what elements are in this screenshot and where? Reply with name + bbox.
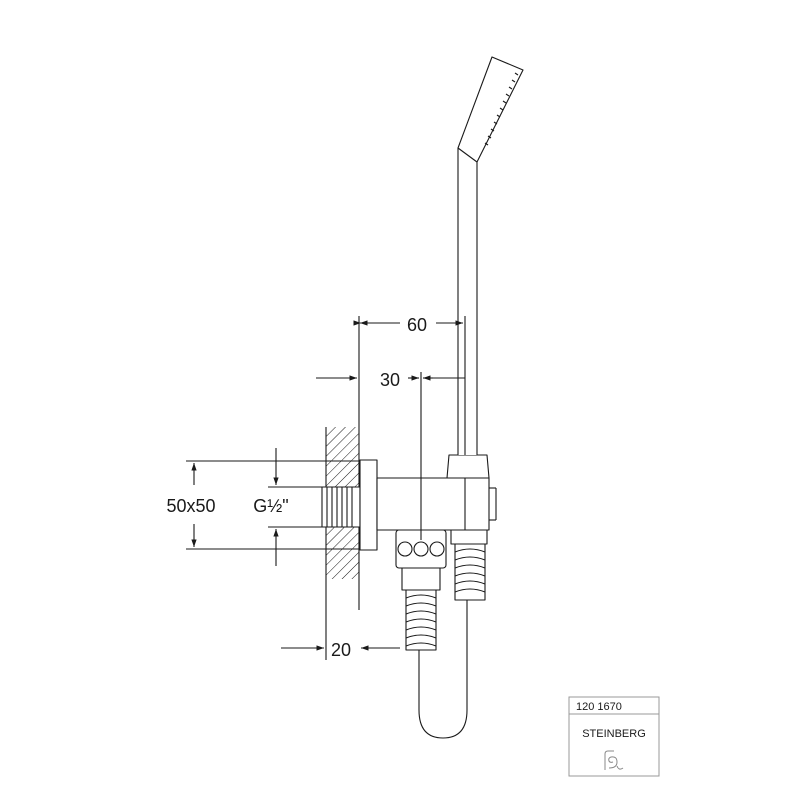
dimension-label-20: 20 [331,640,351,660]
steinberg-logo-icon [604,750,624,770]
wall-elbow-body [376,477,497,531]
brand-name: STEINBERG [582,728,646,740]
dimension-label-60: 60 [407,315,427,335]
dimension-label-plate: 50x50 [166,496,215,516]
wall-plate [359,459,378,551]
title-block: 120 1670 STEINBERG [568,696,660,777]
thread-nipple [321,486,361,528]
dimension-label-30: 30 [380,370,400,390]
hose-connection-right [450,529,488,601]
article-number: 120 1670 [576,701,622,713]
hand-shower [457,56,524,455]
shower-hose [401,568,468,739]
dimension-label-thread: G½" [253,496,288,516]
holder-cone [446,454,490,479]
